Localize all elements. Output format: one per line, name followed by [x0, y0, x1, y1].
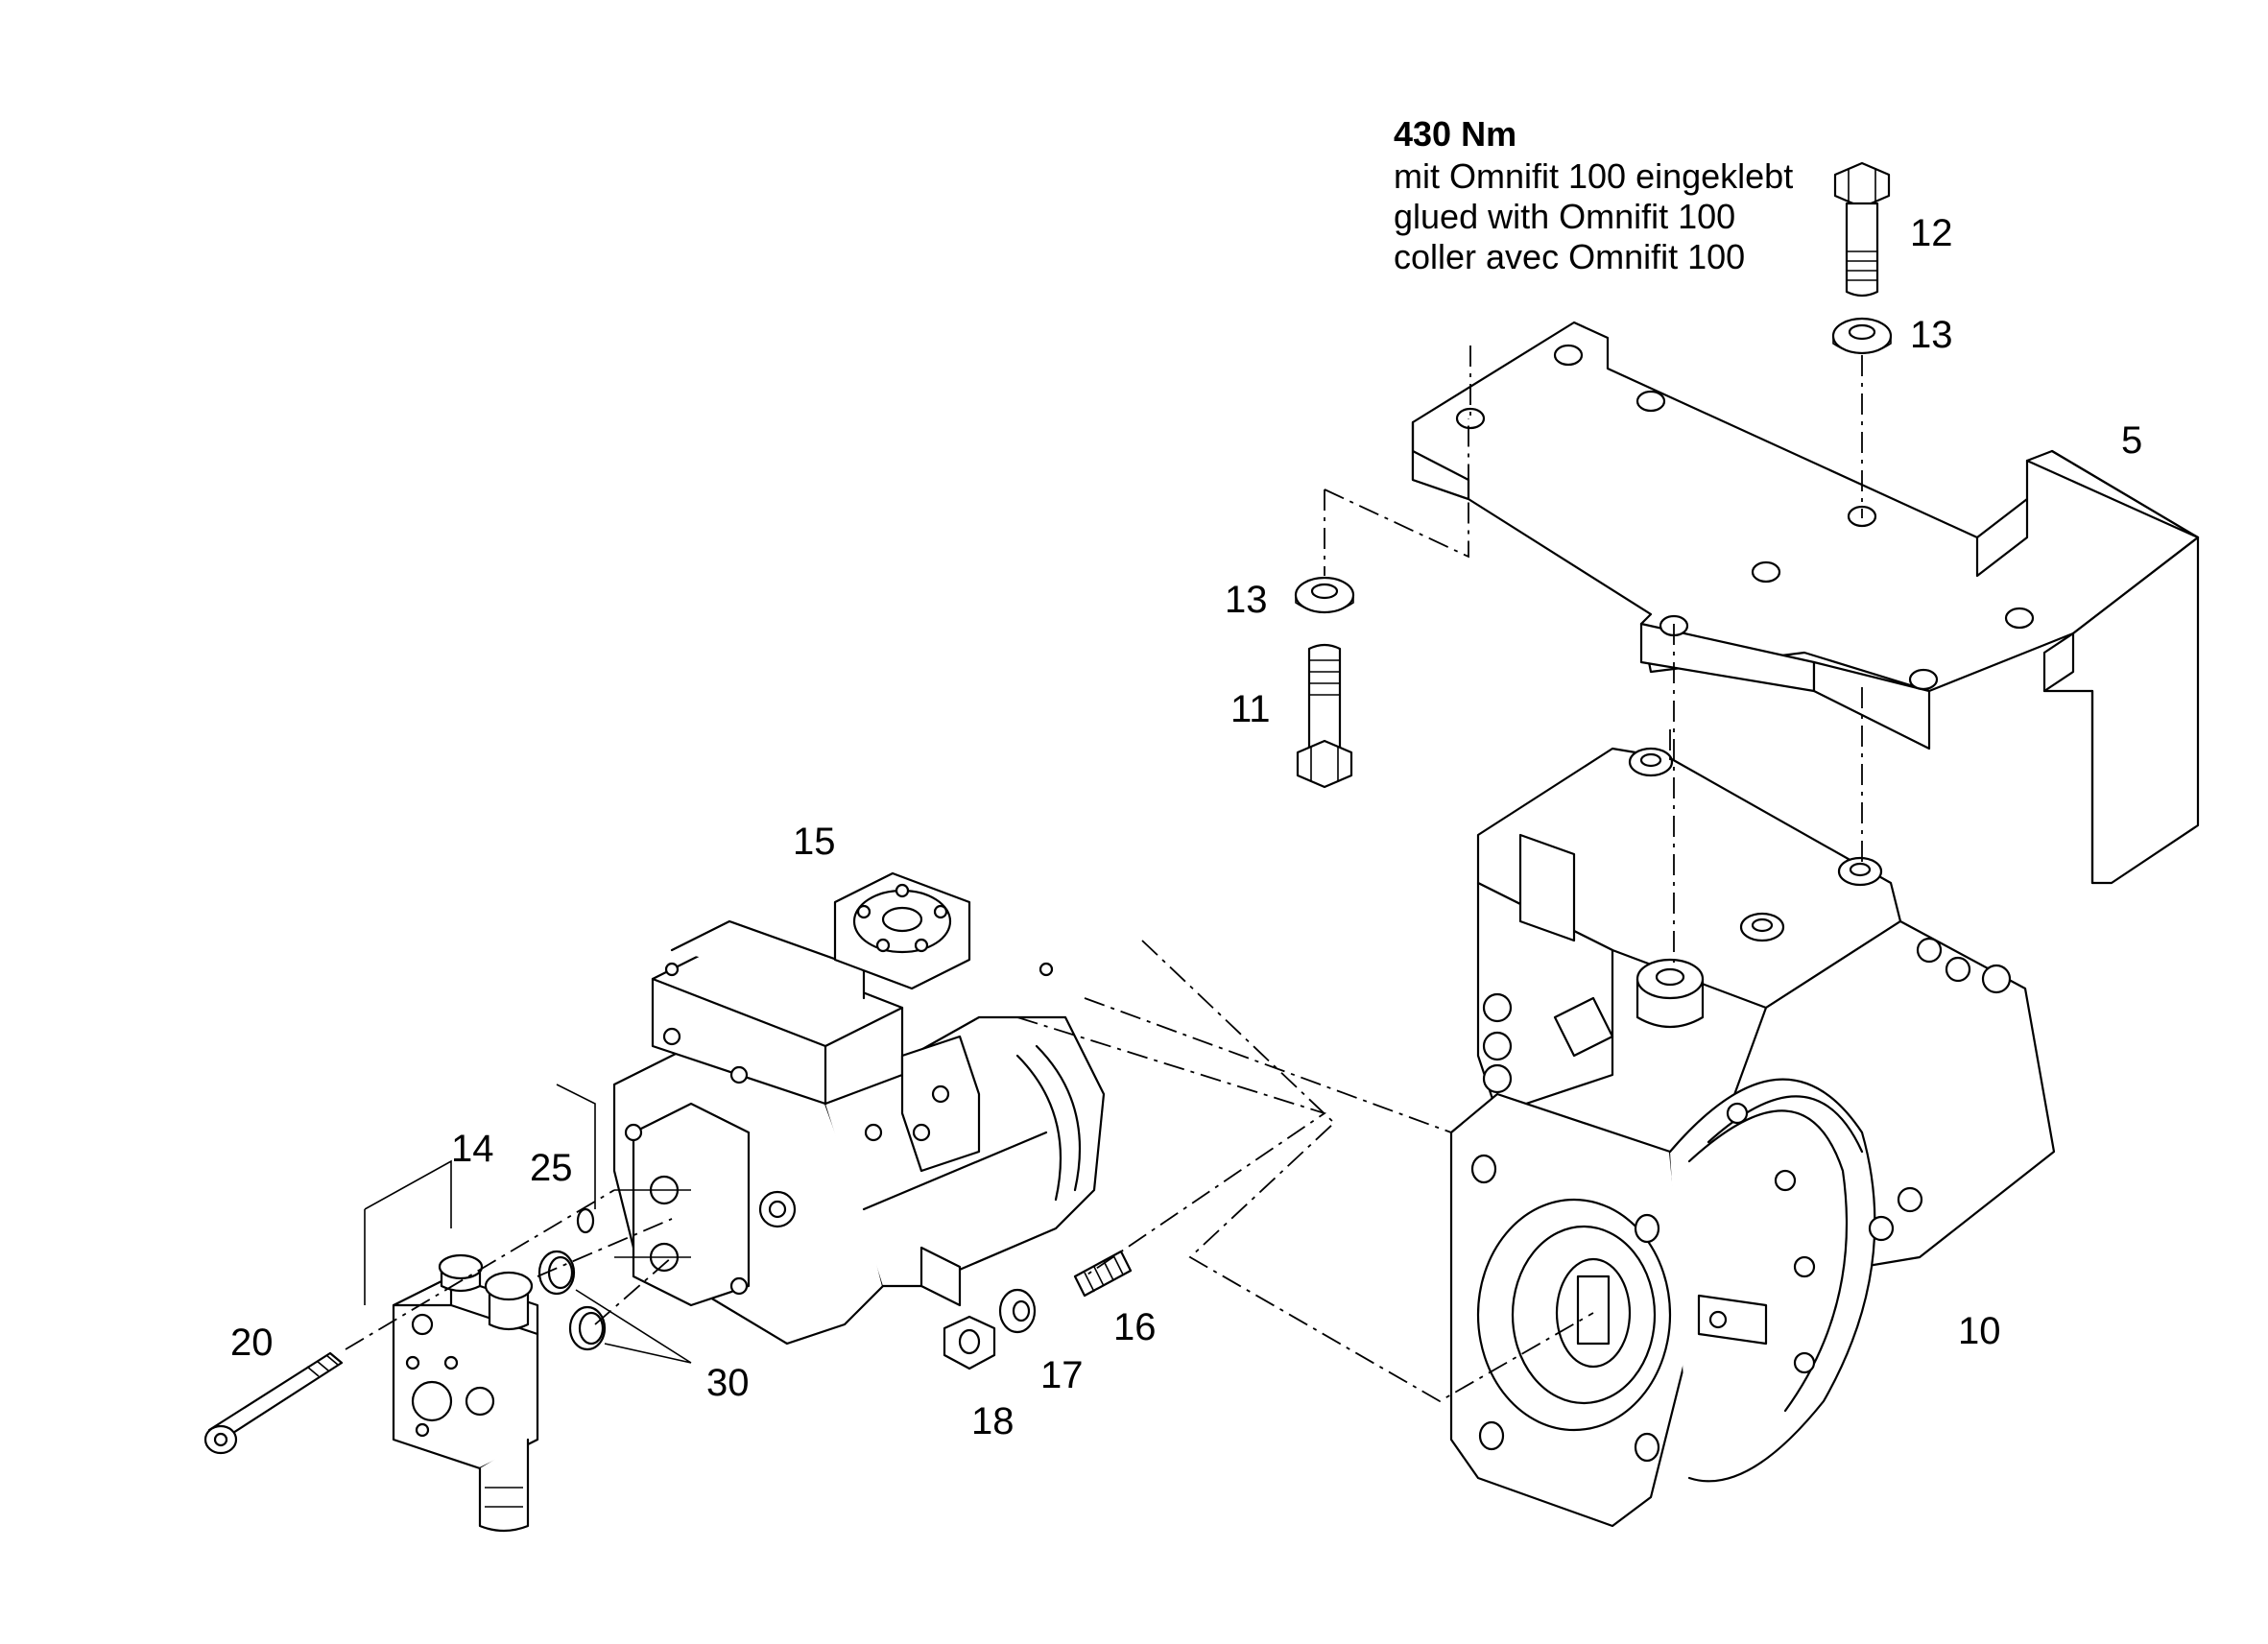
o-ring-25 — [576, 1207, 595, 1234]
label-13-top: 13 — [1910, 314, 1953, 356]
note-line-fr: coller avec Omnifit 100 — [1394, 237, 1745, 276]
label-18: 18 — [971, 1400, 1015, 1442]
screw-20 — [203, 1351, 344, 1455]
gearbox-housing-10 — [1449, 747, 2056, 1528]
label-20: 20 — [230, 1322, 274, 1364]
o-ring-30-lower — [568, 1305, 607, 1351]
nut-18 — [943, 1315, 996, 1370]
o-ring-30-upper — [537, 1250, 576, 1296]
washer-13-top — [1831, 317, 1893, 355]
valve-block-14 — [392, 1253, 539, 1533]
part-labels: 12 13 5 13 11 15 14 25 20 30 16 17 18 10 — [230, 212, 2142, 1442]
note-line-en: glued with Omnifit 100 — [1394, 197, 1735, 236]
stud-16 — [1073, 1250, 1133, 1298]
label-16: 16 — [1113, 1306, 1157, 1348]
torque-value: 430 Nm — [1394, 114, 1516, 154]
label-13-left: 13 — [1225, 579, 1268, 621]
washer-13-left — [1294, 576, 1355, 614]
label-5: 5 — [2121, 419, 2142, 462]
label-11: 11 — [1230, 688, 1271, 730]
torque-note: 430 Nm mit Omnifit 100 eingeklebt glued … — [1394, 114, 1793, 276]
bolt-12 — [1833, 161, 1891, 298]
hydraulic-pump-15 — [612, 871, 1106, 1346]
label-10: 10 — [1958, 1310, 2001, 1352]
bracket-5 — [1411, 321, 2200, 885]
washer-17 — [998, 1288, 1037, 1334]
label-15: 15 — [793, 821, 836, 863]
o-rings — [537, 1207, 607, 1351]
label-25: 25 — [530, 1147, 573, 1189]
label-14: 14 — [451, 1128, 494, 1170]
note-line-de: mit Omnifit 100 eingeklebt — [1394, 156, 1793, 196]
label-12: 12 — [1910, 212, 1953, 254]
assembly-lines — [345, 345, 1863, 1403]
bolt-11 — [1296, 643, 1353, 789]
label-17: 17 — [1040, 1354, 1084, 1396]
label-30: 30 — [706, 1362, 750, 1404]
